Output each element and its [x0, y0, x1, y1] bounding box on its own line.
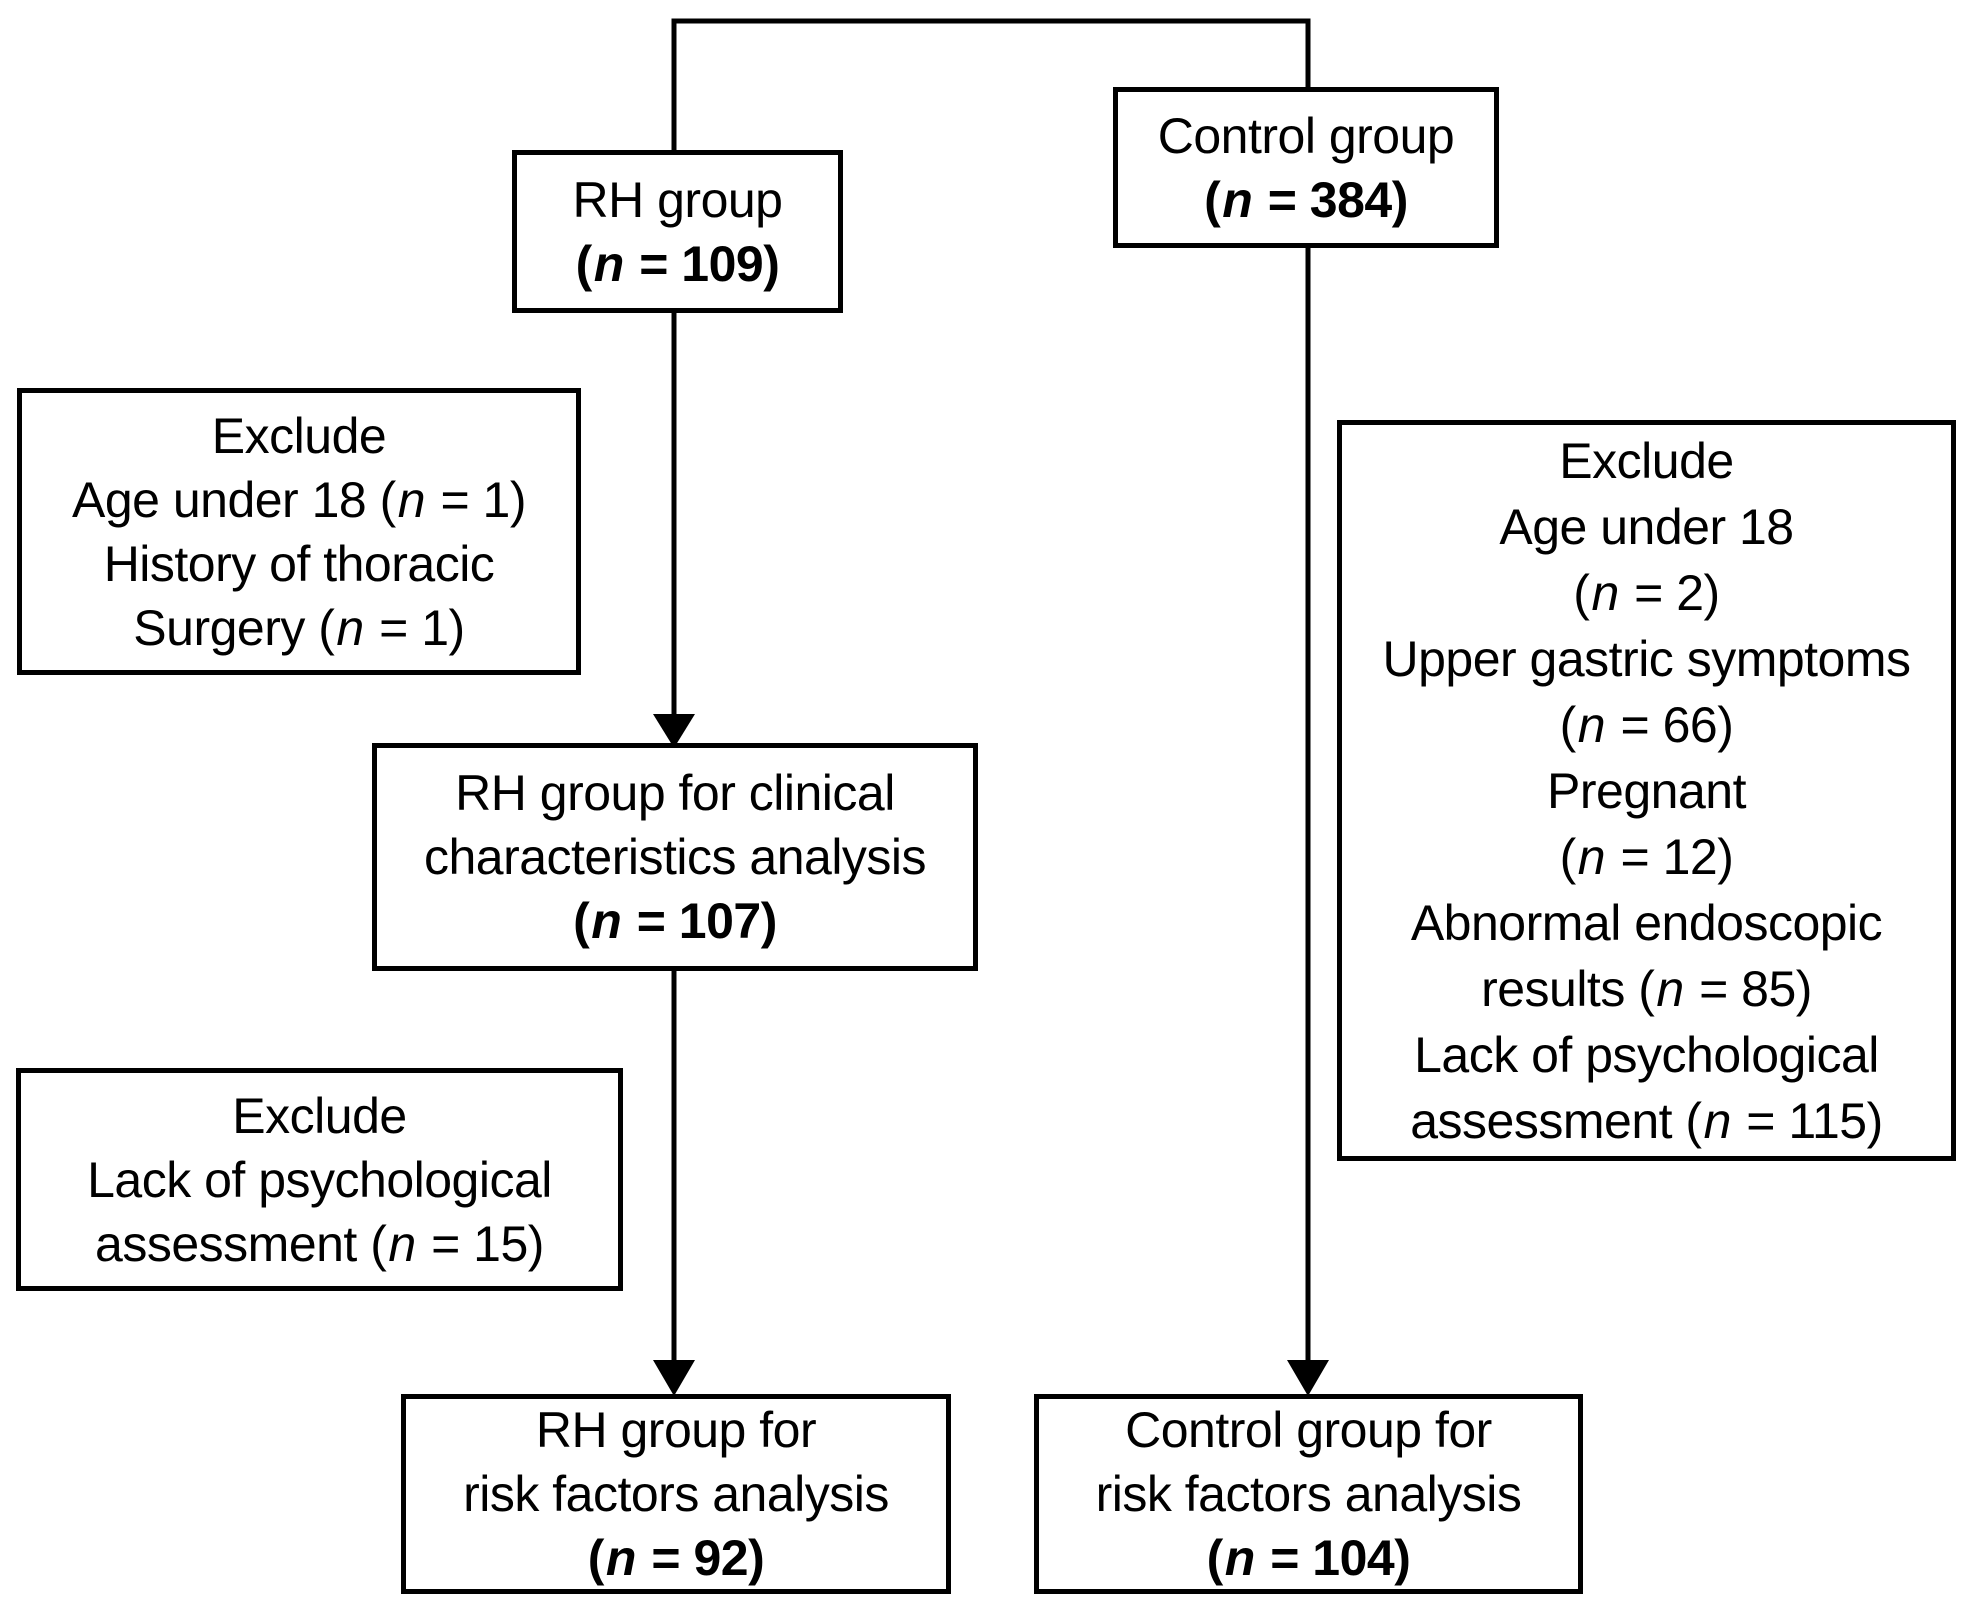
text-line: assessment (n = 115)	[1410, 1092, 1883, 1149]
control-group-box: Control group (n = 384)	[1113, 87, 1499, 248]
text-line: (n = 2)	[1573, 564, 1720, 621]
text-line: risk factors analysis	[1095, 1466, 1522, 1522]
text-line: Surgery (n = 1)	[133, 599, 465, 656]
text-line: RH group for clinical	[455, 765, 895, 821]
text-line: Age under 18	[1499, 498, 1794, 555]
text-line: (n = 107)	[573, 893, 777, 949]
text-line: Abnormal endoscopic	[1410, 894, 1883, 951]
text-line: History of thoracic	[103, 535, 495, 592]
text-line: (n = 384)	[1204, 171, 1408, 228]
text-line: risk factors analysis	[463, 1466, 889, 1522]
text-line: characteristics analysis	[423, 829, 927, 885]
rh-risk-analysis-box: RH group for risk factors analysis (n = 92…	[401, 1394, 951, 1594]
text-line: (n = 109)	[575, 235, 780, 292]
text-line: Pregnant	[1547, 762, 1746, 819]
text-line: assessment (n = 15)	[95, 1215, 544, 1272]
text-line: (n = 66)	[1559, 696, 1734, 753]
text-line: (n = 104)	[1206, 1530, 1411, 1586]
text-line: Control group for	[1125, 1402, 1492, 1458]
rh-group-box: RH group (n = 109)	[512, 150, 843, 313]
text-line: Upper gastric symptoms	[1382, 630, 1911, 687]
text-line: Exclude	[232, 1087, 407, 1144]
text-line: (n = 92)	[587, 1530, 765, 1586]
control-risk-analysis-box: Control group for risk factors analysis (n…	[1034, 1394, 1583, 1594]
text-line: (n = 12)	[1559, 828, 1734, 885]
connector-top-split	[671, 18, 1311, 150]
text-line: Age under 18 (n = 1)	[71, 471, 527, 528]
text-line: Lack of psychological	[87, 1151, 552, 1208]
text-line: Control group	[1157, 107, 1455, 164]
text-line: results (n = 85)	[1481, 960, 1812, 1017]
text-line: RH group for	[535, 1402, 817, 1458]
arrowhead-control-to-risk	[1287, 1360, 1329, 1396]
rh-clinical-analysis-box: RH group for clinical characteristics ana…	[372, 743, 978, 971]
text-line: Lack of psychological	[1414, 1026, 1879, 1083]
text-line: Exclude	[211, 407, 387, 464]
arrowhead-rh-to-clinical	[653, 714, 695, 748]
arrowhead-clinical-to-risk	[653, 1360, 695, 1396]
text-line: Exclude	[1559, 432, 1734, 489]
text-line: RH group	[572, 171, 784, 228]
